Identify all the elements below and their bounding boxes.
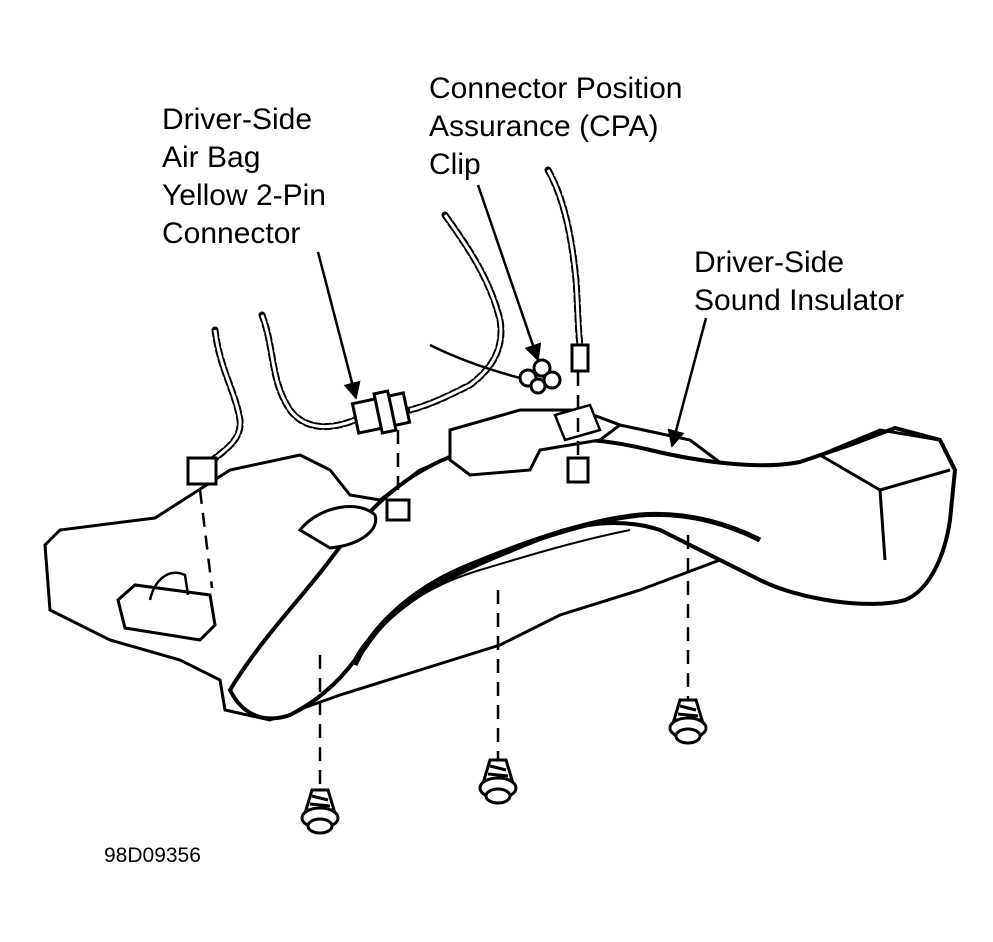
screw-left <box>300 788 340 835</box>
cpa-clip-leader <box>476 184 542 362</box>
cpa-clip-label-line-1: Connector Position <box>429 72 683 105</box>
sound-insulator-label-line-1: Driver-Side <box>694 246 845 279</box>
mounting-screws <box>300 698 708 835</box>
sound-insulator-label-line-2: Sound Insulator <box>694 284 905 317</box>
left-mount-tab <box>116 583 217 642</box>
screw-right <box>668 698 708 745</box>
leader-arrows <box>316 184 708 448</box>
airbag-2pin-connector <box>350 389 412 435</box>
airbag-connector-leader <box>316 251 361 400</box>
cpa-clip-label: Connector Position Assurance (CPA) Clip <box>429 70 682 184</box>
insulator-inner-lip <box>352 511 762 667</box>
cpa-clip <box>518 358 562 395</box>
sound-insulator-leader <box>667 317 708 448</box>
left-connector <box>186 456 218 486</box>
airbag-connector-label-line-2: Air Bag <box>162 141 261 174</box>
cpa-clip-label-line-2: Assurance (CPA) <box>429 110 659 143</box>
alignment-lines <box>198 372 690 790</box>
airbag-connector-label-line-3: Yellow 2-Pin <box>162 179 326 212</box>
screw-middle <box>478 758 518 805</box>
figure-id-label: 98D09356 <box>104 844 201 867</box>
airbag-connector-label: Driver-Side Air Bag Yellow 2-Pin Connect… <box>162 101 326 253</box>
right-connector <box>570 343 590 373</box>
airbag-connector-label-line-1: Driver-Side <box>162 103 313 136</box>
insulator-end-block <box>799 428 951 561</box>
airbag-connector-label-line-4: Connector <box>162 217 301 250</box>
cpa-clip-label-line-3: Clip <box>429 148 481 181</box>
sound-insulator-label: Driver-Side Sound Insulator <box>694 244 904 320</box>
